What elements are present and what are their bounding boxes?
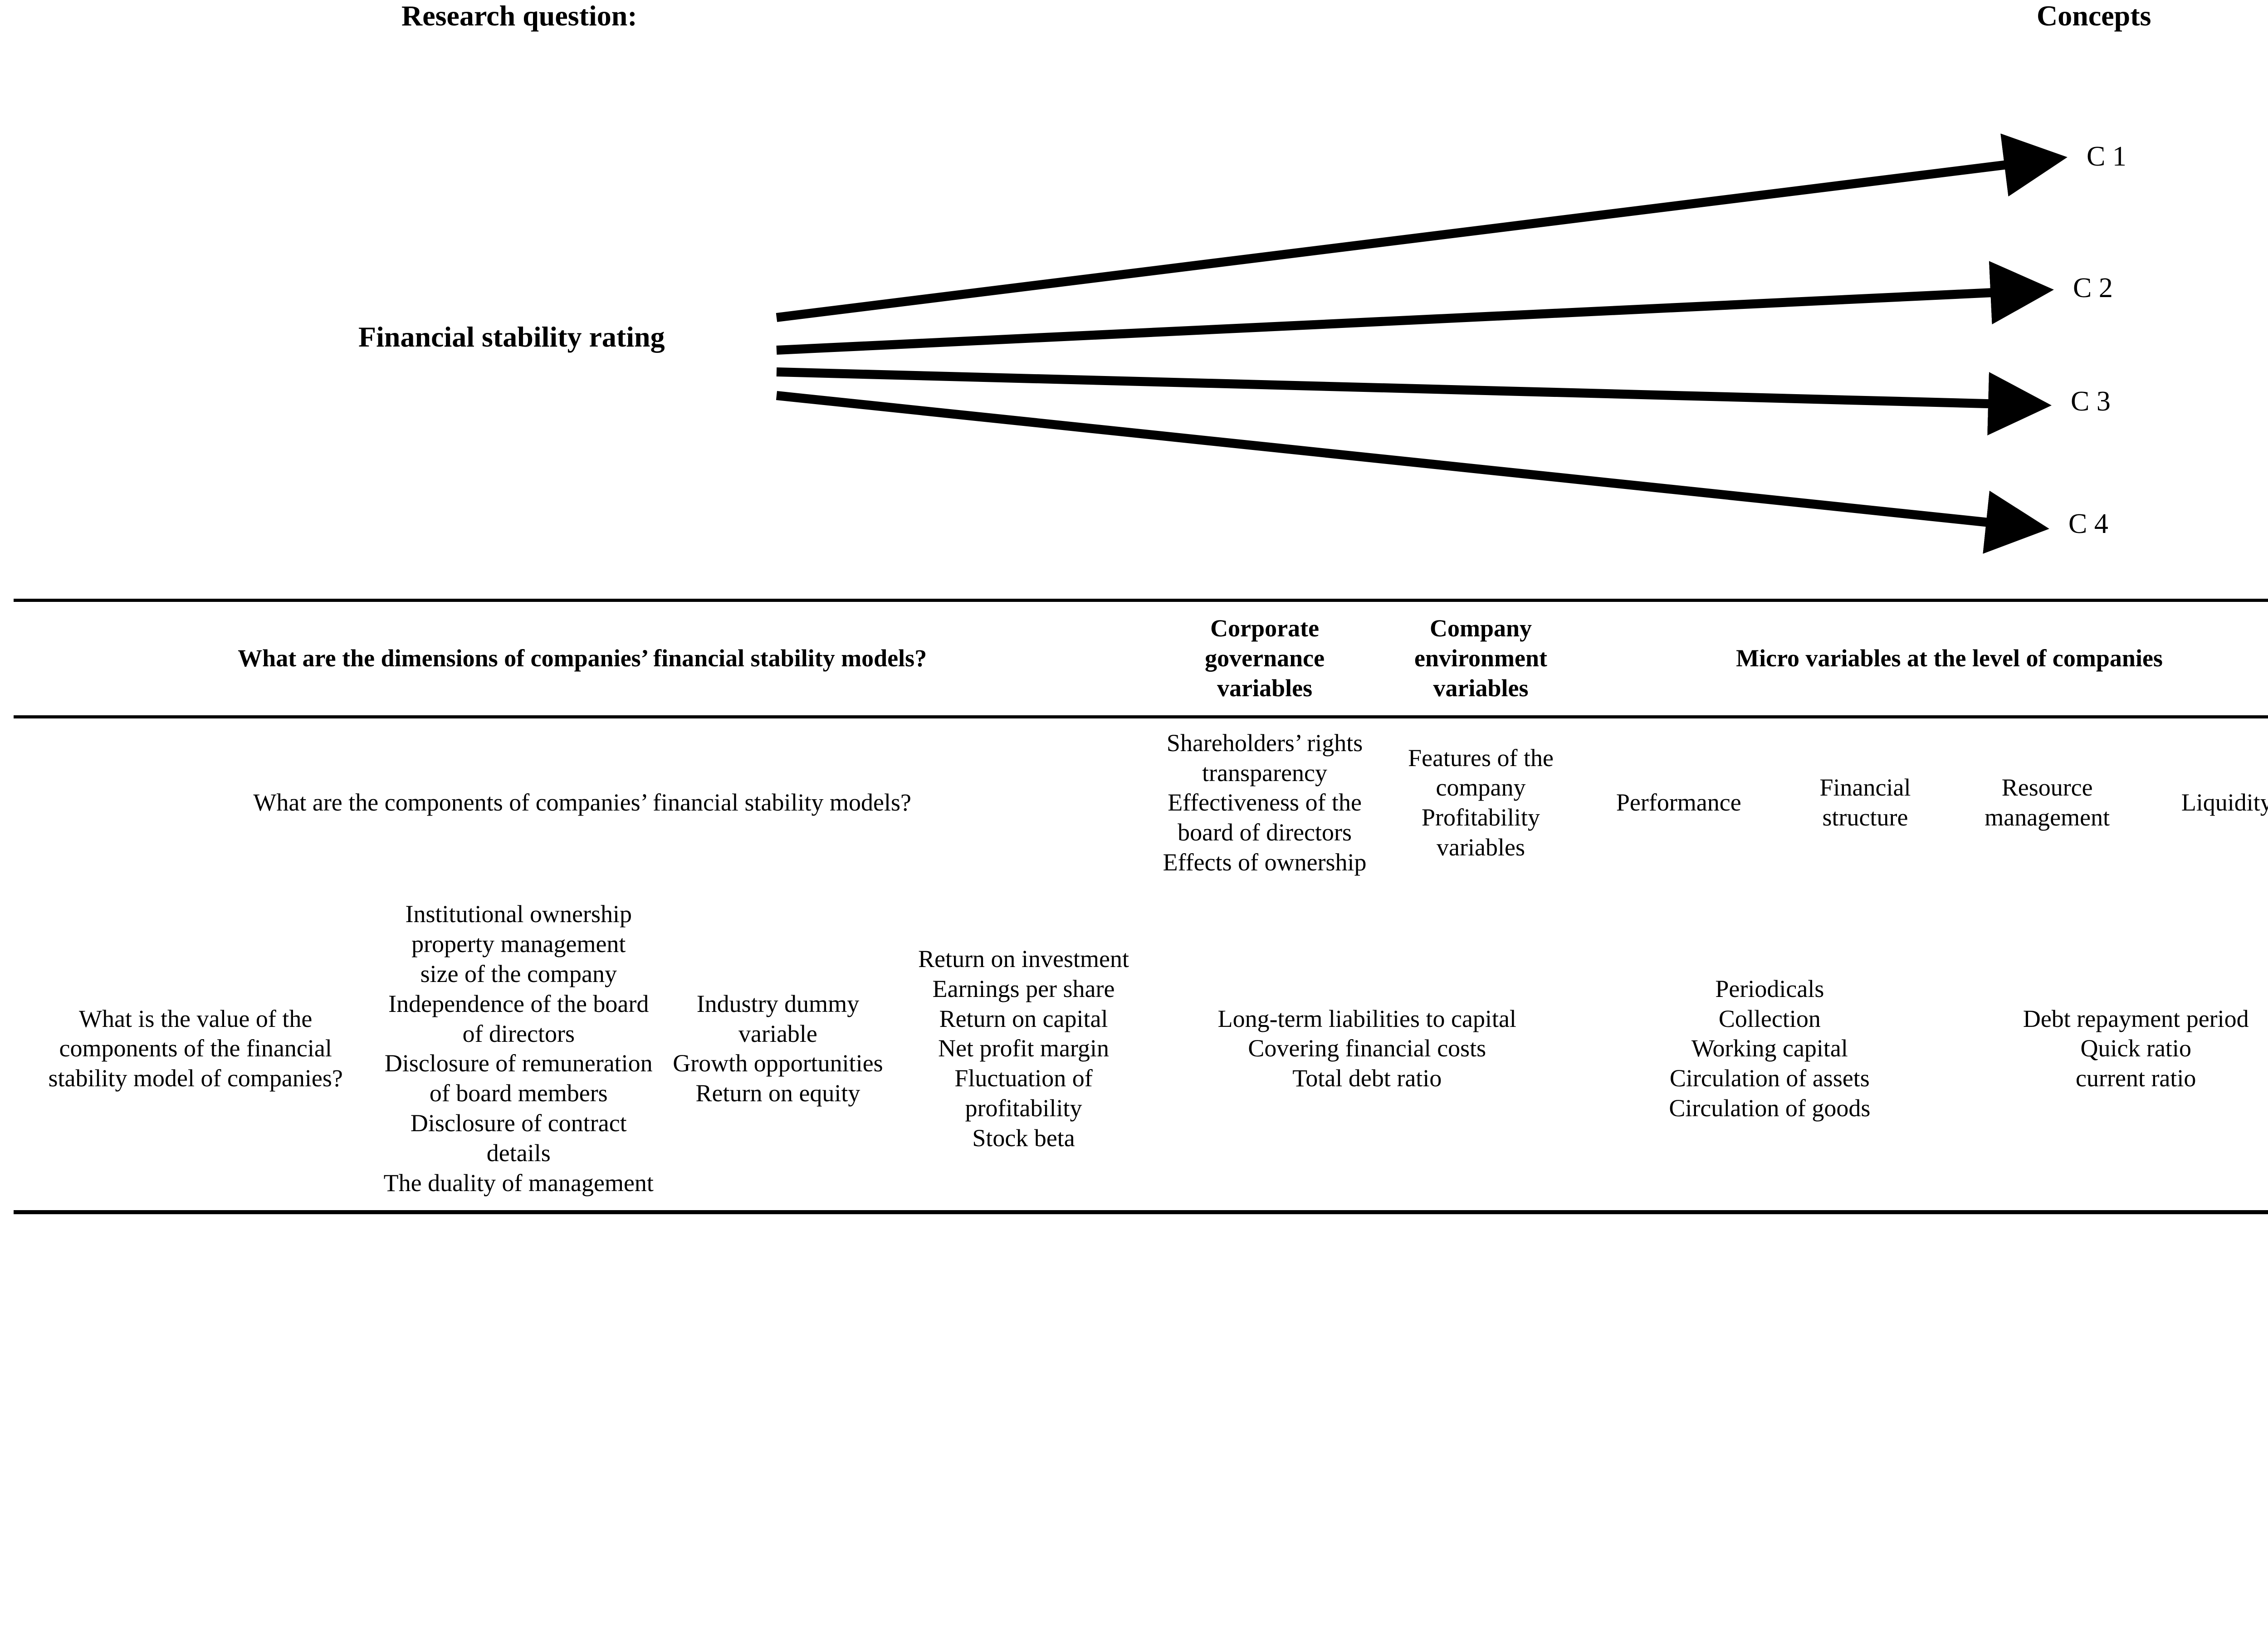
header-company-environment: Company environment variables [1378, 599, 1584, 717]
header-corporate-governance: Corporate governance variables [1151, 599, 1378, 717]
list-item: Circulation of goods [1669, 1094, 1871, 1122]
list-item: Disclosure of remuneration of board memb… [384, 1050, 653, 1107]
list-item: Disclosure of contract details [410, 1109, 627, 1167]
concept-node-c1: C 1 [2087, 141, 2126, 172]
list-item: Working capital [1691, 1035, 1848, 1062]
components-financial-structure: Financial structure [1774, 715, 1956, 888]
list-item: The duality of management [383, 1169, 654, 1197]
list-item: Effects of ownership [1163, 849, 1367, 876]
list-item: Circulation of assets [1669, 1065, 1870, 1092]
list-item: Profitability variables [1422, 804, 1540, 861]
list-item: Return on equity [695, 1080, 860, 1107]
list-item: Growth opportunities [673, 1050, 883, 1077]
list-item: transparency [1202, 759, 1328, 786]
list-item: Covering financial costs [1248, 1035, 1486, 1062]
list-item: Quick ratio [2080, 1035, 2191, 1062]
list-item: Stock beta [972, 1124, 1075, 1152]
list-item: Total debt ratio [1292, 1065, 1442, 1092]
list-item: Fluctuation of profitability [954, 1065, 1093, 1122]
framework-table: What are the dimensions of companies’ fi… [14, 599, 2268, 1214]
table-header-row: What are the dimensions of companies’ fi… [14, 599, 2268, 717]
concept-node-c3: C 3 [2071, 386, 2111, 417]
list-item: size of the company [420, 960, 617, 987]
list-item: Debt repayment period [2023, 1005, 2249, 1032]
list-item: Long-term liabilities to capital [1217, 1005, 1516, 1032]
concept-arrows [776, 133, 2068, 554]
research-question-heading: Research question: [401, 0, 637, 32]
concept-node-c4: C 4 [2068, 508, 2108, 539]
list-item: Collection [1718, 1005, 1821, 1032]
arrow-layer [776, 133, 2068, 554]
list-item: Return on capital [939, 1005, 1108, 1032]
components-liquidity: Liquidity [2138, 715, 2268, 888]
header-micro-variables: Micro variables at the level of companie… [1583, 599, 2268, 717]
list-item: current ratio [2076, 1065, 2196, 1092]
list-item: Independence of the board of directors [388, 990, 649, 1047]
list-item: Shareholders’ rights [1166, 729, 1363, 757]
concept-diagram: Research question: Concepts Financial st… [0, 0, 2268, 590]
header-research-question: What are the dimensions of companies’ fi… [14, 599, 1151, 717]
list-item: Net profit margin [938, 1035, 1109, 1062]
list-item: Earnings per share [932, 975, 1115, 1002]
components-performance: Performance [1583, 715, 1774, 888]
concept-node-c2: C 2 [2073, 273, 2113, 303]
list-item: Periodicals [1715, 975, 1824, 1002]
list-item: Return on investment [918, 945, 1129, 972]
list-item: Features of the company [1408, 744, 1554, 801]
indicators-research-question: What is the value of the components of t… [14, 888, 378, 1214]
components-resource-management: Resource management [1956, 715, 2138, 888]
list-item: Effectiveness of the board of directors [1168, 789, 1362, 846]
list-item: property management [411, 930, 626, 957]
source-node-label: Financial stability rating [358, 321, 665, 353]
table-row-indicators: What is the value of the components of t… [14, 888, 2268, 1214]
list-item: Institutional ownership [405, 900, 632, 928]
components-research-question: What are the components of companies’ fi… [14, 715, 1151, 888]
table-row-components: What are the components of companies’ fi… [14, 715, 2268, 888]
list-item: Industry dummy variable [696, 990, 860, 1047]
concepts-heading: Concepts [2037, 0, 2151, 32]
